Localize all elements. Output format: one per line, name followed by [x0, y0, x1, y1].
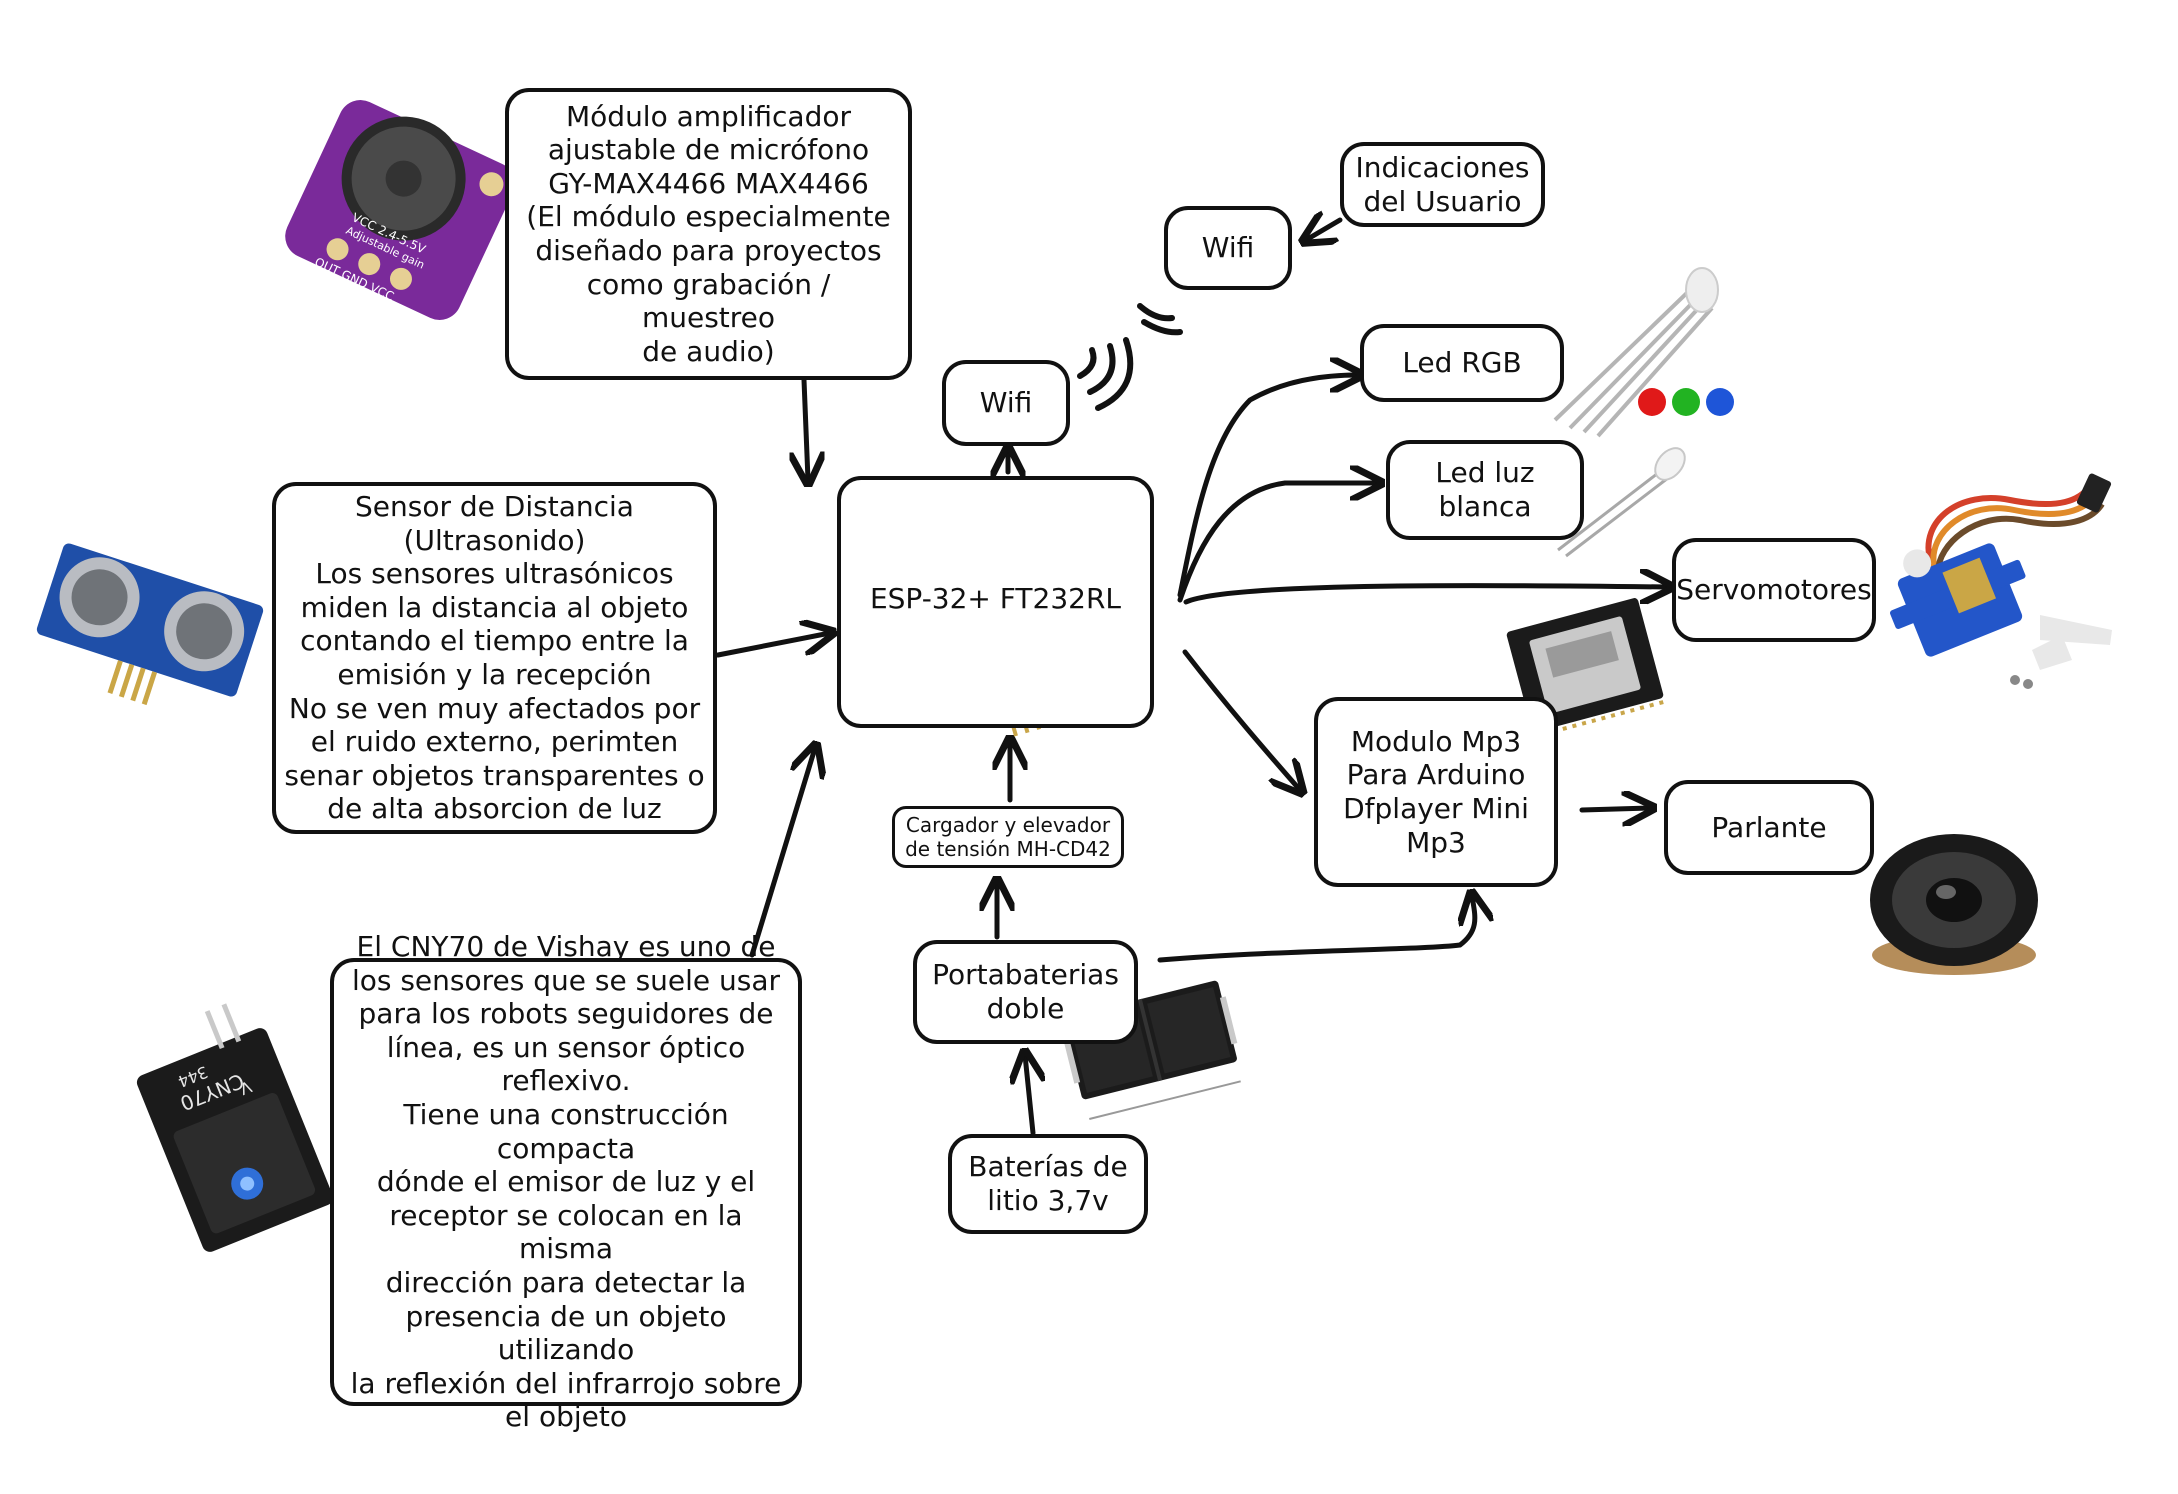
arrow-esp32-to-led-white	[1177, 483, 1378, 603]
arrow-esp32-to-mp3	[1182, 649, 1300, 790]
speaker-icon	[1870, 834, 2038, 975]
arrow-mp3-to-speaker	[1579, 808, 1650, 810]
arrow-esp32-to-led-rgb	[1177, 375, 1358, 598]
servo-text: Servomotores	[1676, 573, 1872, 607]
batteries-box: Baterías de litio 3,7v	[948, 1134, 1148, 1234]
speaker-text: Parlante	[1711, 810, 1827, 844]
led-white-box: Led luz blanca	[1386, 440, 1584, 540]
arrow-esp32-to-servo	[1183, 586, 1668, 602]
user-instructions-box: Indicaciones del Usuario	[1340, 142, 1545, 227]
wifi-remote-box: Wifi	[1164, 206, 1292, 290]
microphone-module-icon: VCC 2.4-5.5V Adjustable gain OUT GND VCC	[285, 100, 515, 320]
speaker-box: Parlante	[1664, 780, 1874, 875]
mic-module-text: Módulo amplificador ajustable de micrófo…	[526, 99, 891, 368]
ultrasonic-sensor-icon	[36, 543, 264, 706]
distance-sensor-text: Sensor de Distancia (Ultrasonido) Los se…	[284, 490, 705, 826]
mp3-module-text: Modulo Mp3 Para Arduino Dfplayer Mini Mp…	[1343, 724, 1529, 859]
led-white-icon	[1557, 447, 1686, 558]
led-rgb-icon	[1553, 267, 1734, 438]
led-rgb-box: Led RGB	[1360, 324, 1564, 402]
arrow-distance-to-esp32	[715, 633, 830, 658]
servo-motor-icon	[1890, 473, 2112, 689]
connectors	[715, 220, 1668, 1136]
user-instructions-text: Indicaciones del Usuario	[1355, 150, 1530, 218]
cny70-sensor-icon: CNY70 344 V	[136, 1003, 334, 1252]
arrow-holder-to-mp3	[1157, 896, 1475, 963]
distance-sensor-box: Sensor de Distancia (Ultrasonido) Los se…	[272, 482, 717, 834]
battery-holder-text: Portabaterias doble	[932, 958, 1119, 1025]
cny70-text: El CNY70 de Vishay es uno de los sensore…	[350, 930, 782, 1434]
wifi-local-text: Wifi	[979, 386, 1033, 420]
wifi-remote-text: Wifi	[1201, 231, 1255, 265]
cny70-box: El CNY70 de Vishay es uno de los sensore…	[330, 930, 802, 1433]
charger-text: Cargador y elevador de tensión MH-CD42	[905, 813, 1111, 861]
wifi-waves-icon	[1077, 303, 1183, 411]
arrow-user-to-wifi	[1306, 220, 1343, 240]
led-rgb-text: Led RGB	[1402, 346, 1522, 380]
charger-box: Cargador y elevador de tensión MH-CD42	[892, 806, 1124, 868]
arrow-cny70-to-esp32	[749, 748, 815, 958]
mp3-module-icon	[1506, 598, 1666, 739]
batteries-text: Baterías de litio 3,7v	[968, 1150, 1128, 1217]
servo-box: Servomotores	[1672, 538, 1876, 642]
battery-holder-box: Portabaterias doble	[913, 940, 1138, 1044]
led-white-text: Led luz blanca	[1435, 456, 1535, 523]
esp32-text: ESP-32+ FT232RL	[869, 582, 1122, 615]
arrow-mic-to-esp32	[804, 377, 808, 480]
esp32-box: ESP-32+ FT232RL	[837, 476, 1154, 728]
mic-module-box: Módulo amplificador ajustable de micrófo…	[505, 88, 912, 380]
wifi-local-box: Wifi	[942, 360, 1070, 446]
mp3-module-box: Modulo Mp3 Para Arduino Dfplayer Mini Mp…	[1314, 697, 1558, 887]
arrow-batteries-to-holder	[1025, 1055, 1033, 1136]
